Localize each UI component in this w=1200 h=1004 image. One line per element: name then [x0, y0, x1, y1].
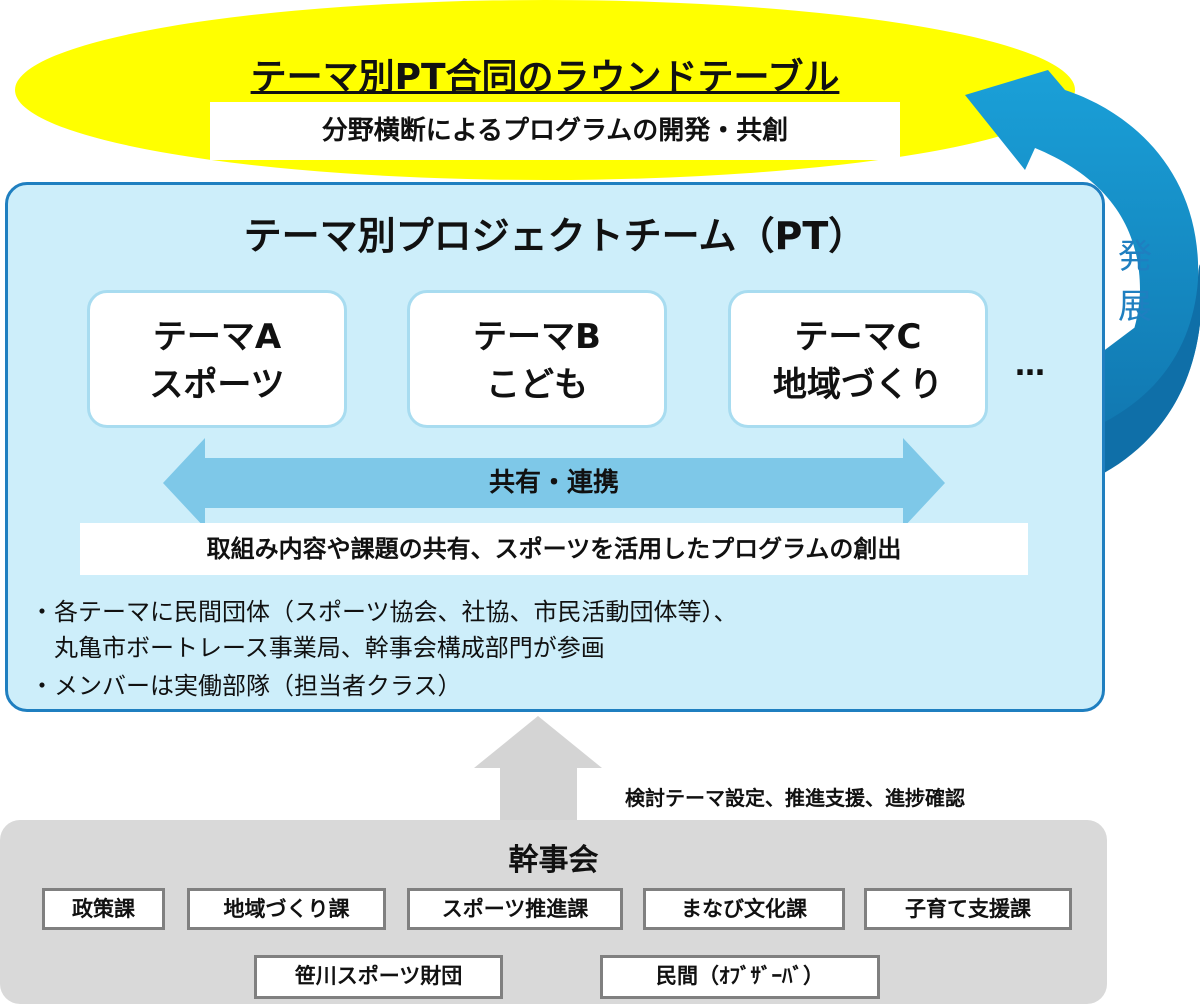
theme-label: テーマC	[794, 317, 922, 357]
theme-name: スポーツ	[149, 365, 285, 405]
roundtable-title: テーマ別PT合同のラウンドテーブル	[250, 57, 840, 98]
dept-box: まなび文化課	[643, 888, 845, 930]
theme-c-card: テーマC 地域づくり	[728, 290, 988, 428]
theme-name: こども	[486, 365, 588, 405]
up-arrow-icon	[474, 716, 602, 822]
dept-box: 民間（ｵﾌﾞｻﾞｰﾊﾞ）	[600, 955, 880, 999]
project-team-panel	[5, 182, 1105, 712]
roundtable-subtitle: 分野横断によるプログラムの開発・共創	[210, 102, 900, 160]
bullet-item: ・メンバーは実働部隊（担当者クラス）	[30, 672, 462, 700]
theme-label: テーマA	[152, 317, 282, 357]
theme-label: テーマB	[473, 317, 601, 357]
dept-box: 地域づくり課	[187, 888, 386, 930]
bullet-item: 丸亀市ボートレース事業局、幹事会構成部門が参画	[30, 634, 605, 662]
share-label: 共有・連携	[488, 468, 619, 498]
dept-box: スポーツ推進課	[407, 888, 623, 930]
theme-a-card: テーマA スポーツ	[87, 290, 347, 428]
pt-summary: 取組み内容や課題の共有、スポーツを活用したプログラムの創出	[80, 523, 1028, 575]
share-double-arrow-icon	[163, 438, 945, 528]
more-themes-ellipsis: …	[1015, 348, 1045, 383]
develop-label: 発展	[1118, 237, 1152, 327]
pt-title: テーマ別プロジェクトチーム（PT）	[243, 214, 867, 258]
theme-b-card: テーマB こども	[407, 290, 667, 428]
dept-box: 子育て支援課	[864, 888, 1072, 930]
dept-box: 笹川スポーツ財団	[254, 955, 503, 999]
support-caption: 検討テーマ設定、推進支援、進捗確認	[625, 786, 965, 810]
dept-box: 政策課	[42, 888, 165, 930]
kanjikai-title: 幹事会	[508, 843, 599, 878]
theme-name: 地域づくり	[773, 365, 943, 405]
bullet-item: ・各テーマに民間団体（スポーツ協会、社協、市民活動団体等）、	[30, 598, 738, 626]
